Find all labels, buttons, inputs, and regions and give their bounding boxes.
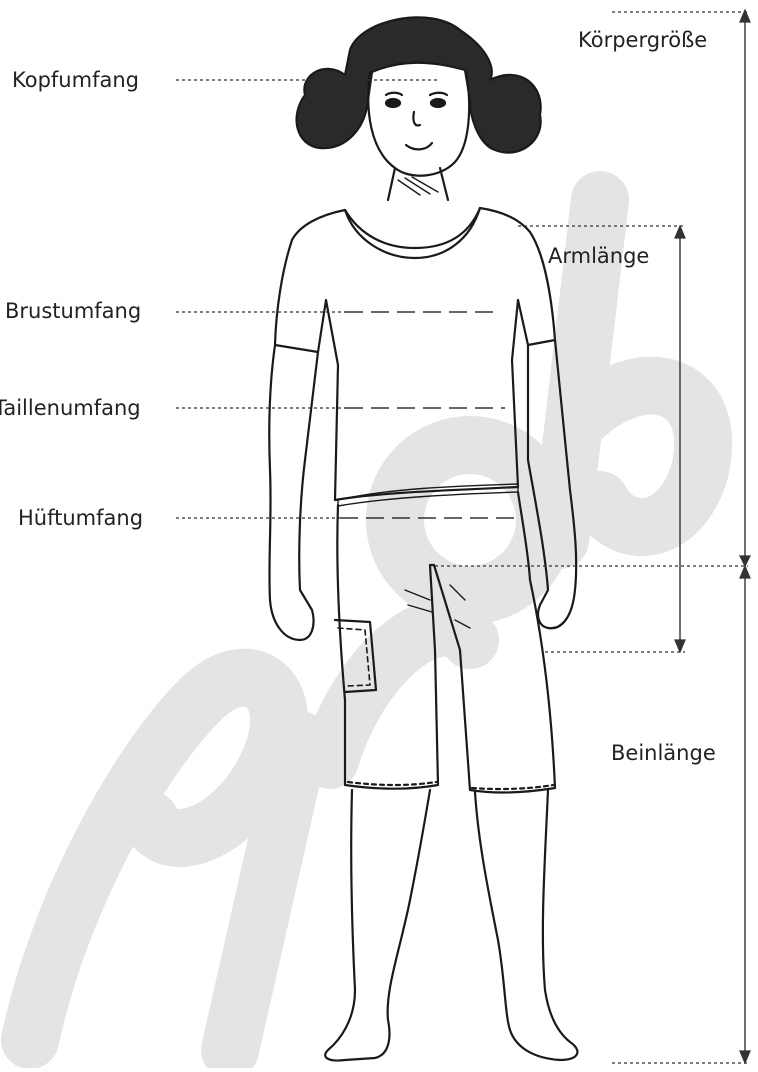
label-armlaenge: Armlänge [548,246,649,267]
label-beinlaenge: Beinlänge [611,743,716,764]
hair [297,17,541,152]
watermark [30,200,703,1050]
left-leg [325,790,430,1061]
label-koerpergroesse: Körpergröße [578,30,707,51]
label-taillenumfang: Taillenumfang [0,398,141,419]
label-kopfumfang: Kopfumfang [12,70,139,91]
right-leg [475,790,577,1060]
face [368,72,469,176]
label-brustumfang: Brustumfang [5,301,141,322]
label-hueftumfang: Hüftumfang [18,508,143,529]
beinlaenge-arrow [740,566,750,1063]
koerpergroesse-arrow [740,10,750,566]
left-arm [269,345,318,640]
